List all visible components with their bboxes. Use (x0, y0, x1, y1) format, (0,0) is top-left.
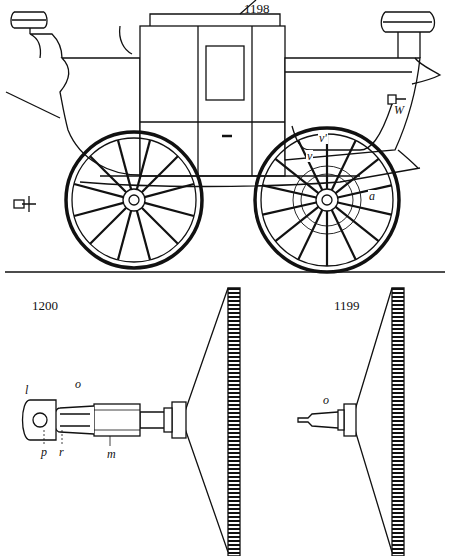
part-letter: l (24, 384, 29, 396)
wheel-spoke (90, 208, 126, 244)
part-letter: a (368, 190, 376, 202)
wheel-spoke (298, 141, 322, 191)
wheel-spoke (74, 203, 123, 216)
wheel-spoke (275, 159, 318, 193)
part-letter: o (74, 378, 82, 390)
wheel-spoke (332, 210, 356, 260)
part-letter: o (322, 394, 330, 406)
wheel-spoke (263, 185, 317, 197)
wheel-spoke (275, 207, 318, 241)
wheel-spoke (145, 203, 194, 216)
part-letter: v' (318, 132, 328, 144)
wheel-spoke (90, 156, 126, 192)
figure-number: 1199 (334, 299, 360, 312)
wheel-spoke (74, 184, 123, 197)
wheel-spoke (142, 156, 178, 192)
part-letter: v (306, 150, 313, 162)
part-letter: p (40, 446, 48, 458)
wheel-spoke (263, 202, 317, 214)
wheel-spoke (338, 185, 392, 197)
wheel-spoke (118, 140, 131, 189)
wheel-spoke (336, 207, 379, 241)
wheel-spoke (326, 211, 328, 266)
wheel-spoke (145, 184, 194, 197)
part-letter: r (58, 446, 65, 458)
part-letter: W (393, 104, 405, 116)
wheel-spoke (137, 140, 150, 189)
figure-number: 1200 (32, 299, 58, 312)
wheel-spoke (298, 210, 322, 260)
figure-number: 1198 (244, 2, 270, 15)
wheel-spoke (338, 202, 392, 214)
wheel-spoke (332, 141, 356, 191)
part-letter: m (106, 448, 117, 460)
wheel-spoke (118, 211, 131, 260)
wheel-spoke (137, 211, 150, 260)
wheel-spoke (336, 159, 379, 193)
wheel-spoke (142, 208, 178, 244)
